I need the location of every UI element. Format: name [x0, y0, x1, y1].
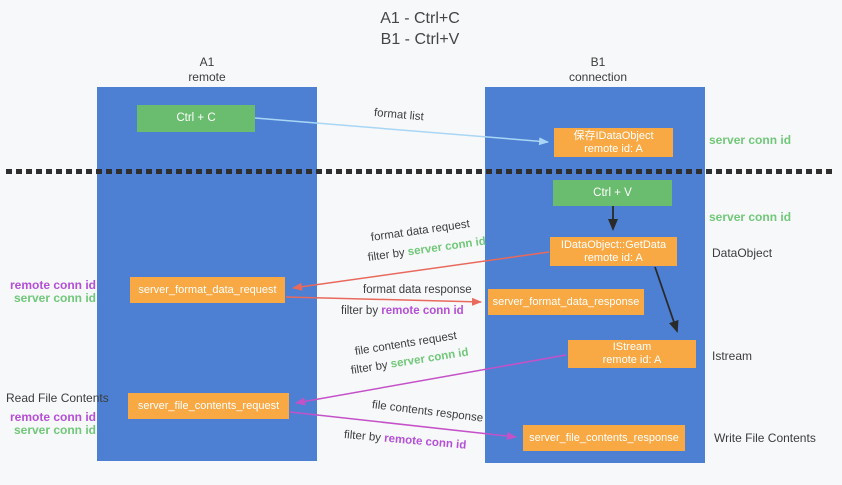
column-b1-name: connection	[568, 70, 628, 84]
filter-by-text: filter by	[341, 305, 379, 317]
column-a1-name: remote	[188, 70, 226, 84]
filter-key-server-conn-id: server conn id	[407, 235, 487, 259]
ctrl-c-label: Ctrl + C	[176, 112, 216, 124]
istream-line2: remote id: A	[602, 354, 662, 366]
column-a1-id: A1	[199, 55, 215, 69]
column-header-a1: A1 remote	[147, 55, 267, 85]
phase-divider-dotted-line	[6, 169, 836, 174]
file-contents-response-caption: file contents response	[371, 399, 484, 425]
title-line-a1: A1 - Ctrl+C	[380, 10, 460, 27]
format-list-caption: format list	[373, 107, 425, 124]
istream-line1: IStream	[612, 341, 652, 353]
server-file-contents-response-label: server_file_contents_response	[529, 431, 679, 444]
left-conn-id-block-bottom: remote conn id server conn id	[10, 411, 96, 436]
remote-conn-id-label-mid: remote conn id	[10, 278, 97, 292]
ctrl-v-box: Ctrl + V	[553, 180, 672, 206]
server-file-contents-request-label: server_file_contents_request	[137, 399, 280, 412]
read-file-contents-label: Read File Contents	[6, 391, 109, 405]
file-contents-response-filter-caption: filter by remote conn id	[343, 429, 466, 452]
dataobject-label: DataObject	[712, 246, 773, 260]
idataobject-getdata-box: IDataObject::GetData remote id: A	[550, 237, 677, 266]
save-idataobject-line1: 保存IDataObject	[573, 129, 654, 142]
server-file-contents-response-box: server_file_contents_response	[523, 425, 685, 451]
save-idataobject-line2: remote id: A	[584, 142, 643, 155]
server-format-data-response-box: server_format_data_response	[488, 289, 644, 315]
istream-box: IStream remote id: A	[568, 340, 696, 368]
format-data-response-filter-caption: filter by remote conn id	[341, 305, 464, 317]
filter-by-text: filter by	[343, 429, 382, 445]
ctrl-c-box: Ctrl + C	[137, 105, 255, 132]
server-conn-id-label-left-mid: server conn id	[13, 290, 96, 305]
server-format-data-request-label: server_format_data_request	[138, 283, 277, 296]
format-data-response-caption: format data response	[363, 284, 472, 296]
getdata-line1: IDataObject::GetData	[560, 238, 667, 251]
remote-conn-id-label-bottom: remote conn id	[10, 410, 97, 424]
server-format-data-request-box: server_format_data_request	[130, 277, 285, 303]
filter-by-text: filter by	[367, 246, 406, 264]
column-header-b1: B1 connection	[538, 55, 658, 85]
server-conn-id-label-top: server conn id	[709, 133, 792, 147]
getdata-line2: remote id: A	[584, 251, 643, 264]
write-file-contents-label: Write File Contents	[714, 431, 816, 445]
filter-by-text: filter by	[350, 359, 389, 377]
server-file-contents-request-box: server_file_contents_request	[128, 393, 289, 419]
save-idataobject-box: 保存IDataObject remote id: A	[554, 128, 673, 157]
title-line-b1: B1 - Ctrl+V	[380, 31, 460, 48]
diagram-title: A1 - Ctrl+C B1 - Ctrl+V	[280, 8, 560, 50]
filter-key-remote-conn-id: remote conn id	[383, 432, 467, 452]
left-conn-id-block-mid: remote conn id server conn id	[10, 279, 96, 304]
column-b1-id: B1	[590, 55, 606, 69]
server-conn-id-label-mid: server conn id	[709, 210, 792, 224]
ctrl-v-label: Ctrl + V	[593, 186, 632, 199]
filter-key-remote-conn-id: remote conn id	[381, 305, 464, 317]
server-conn-id-label-left-bottom: server conn id	[13, 422, 96, 437]
istream-side-label: Istream	[712, 349, 753, 363]
server-format-data-response-label: server_format_data_response	[492, 295, 640, 308]
